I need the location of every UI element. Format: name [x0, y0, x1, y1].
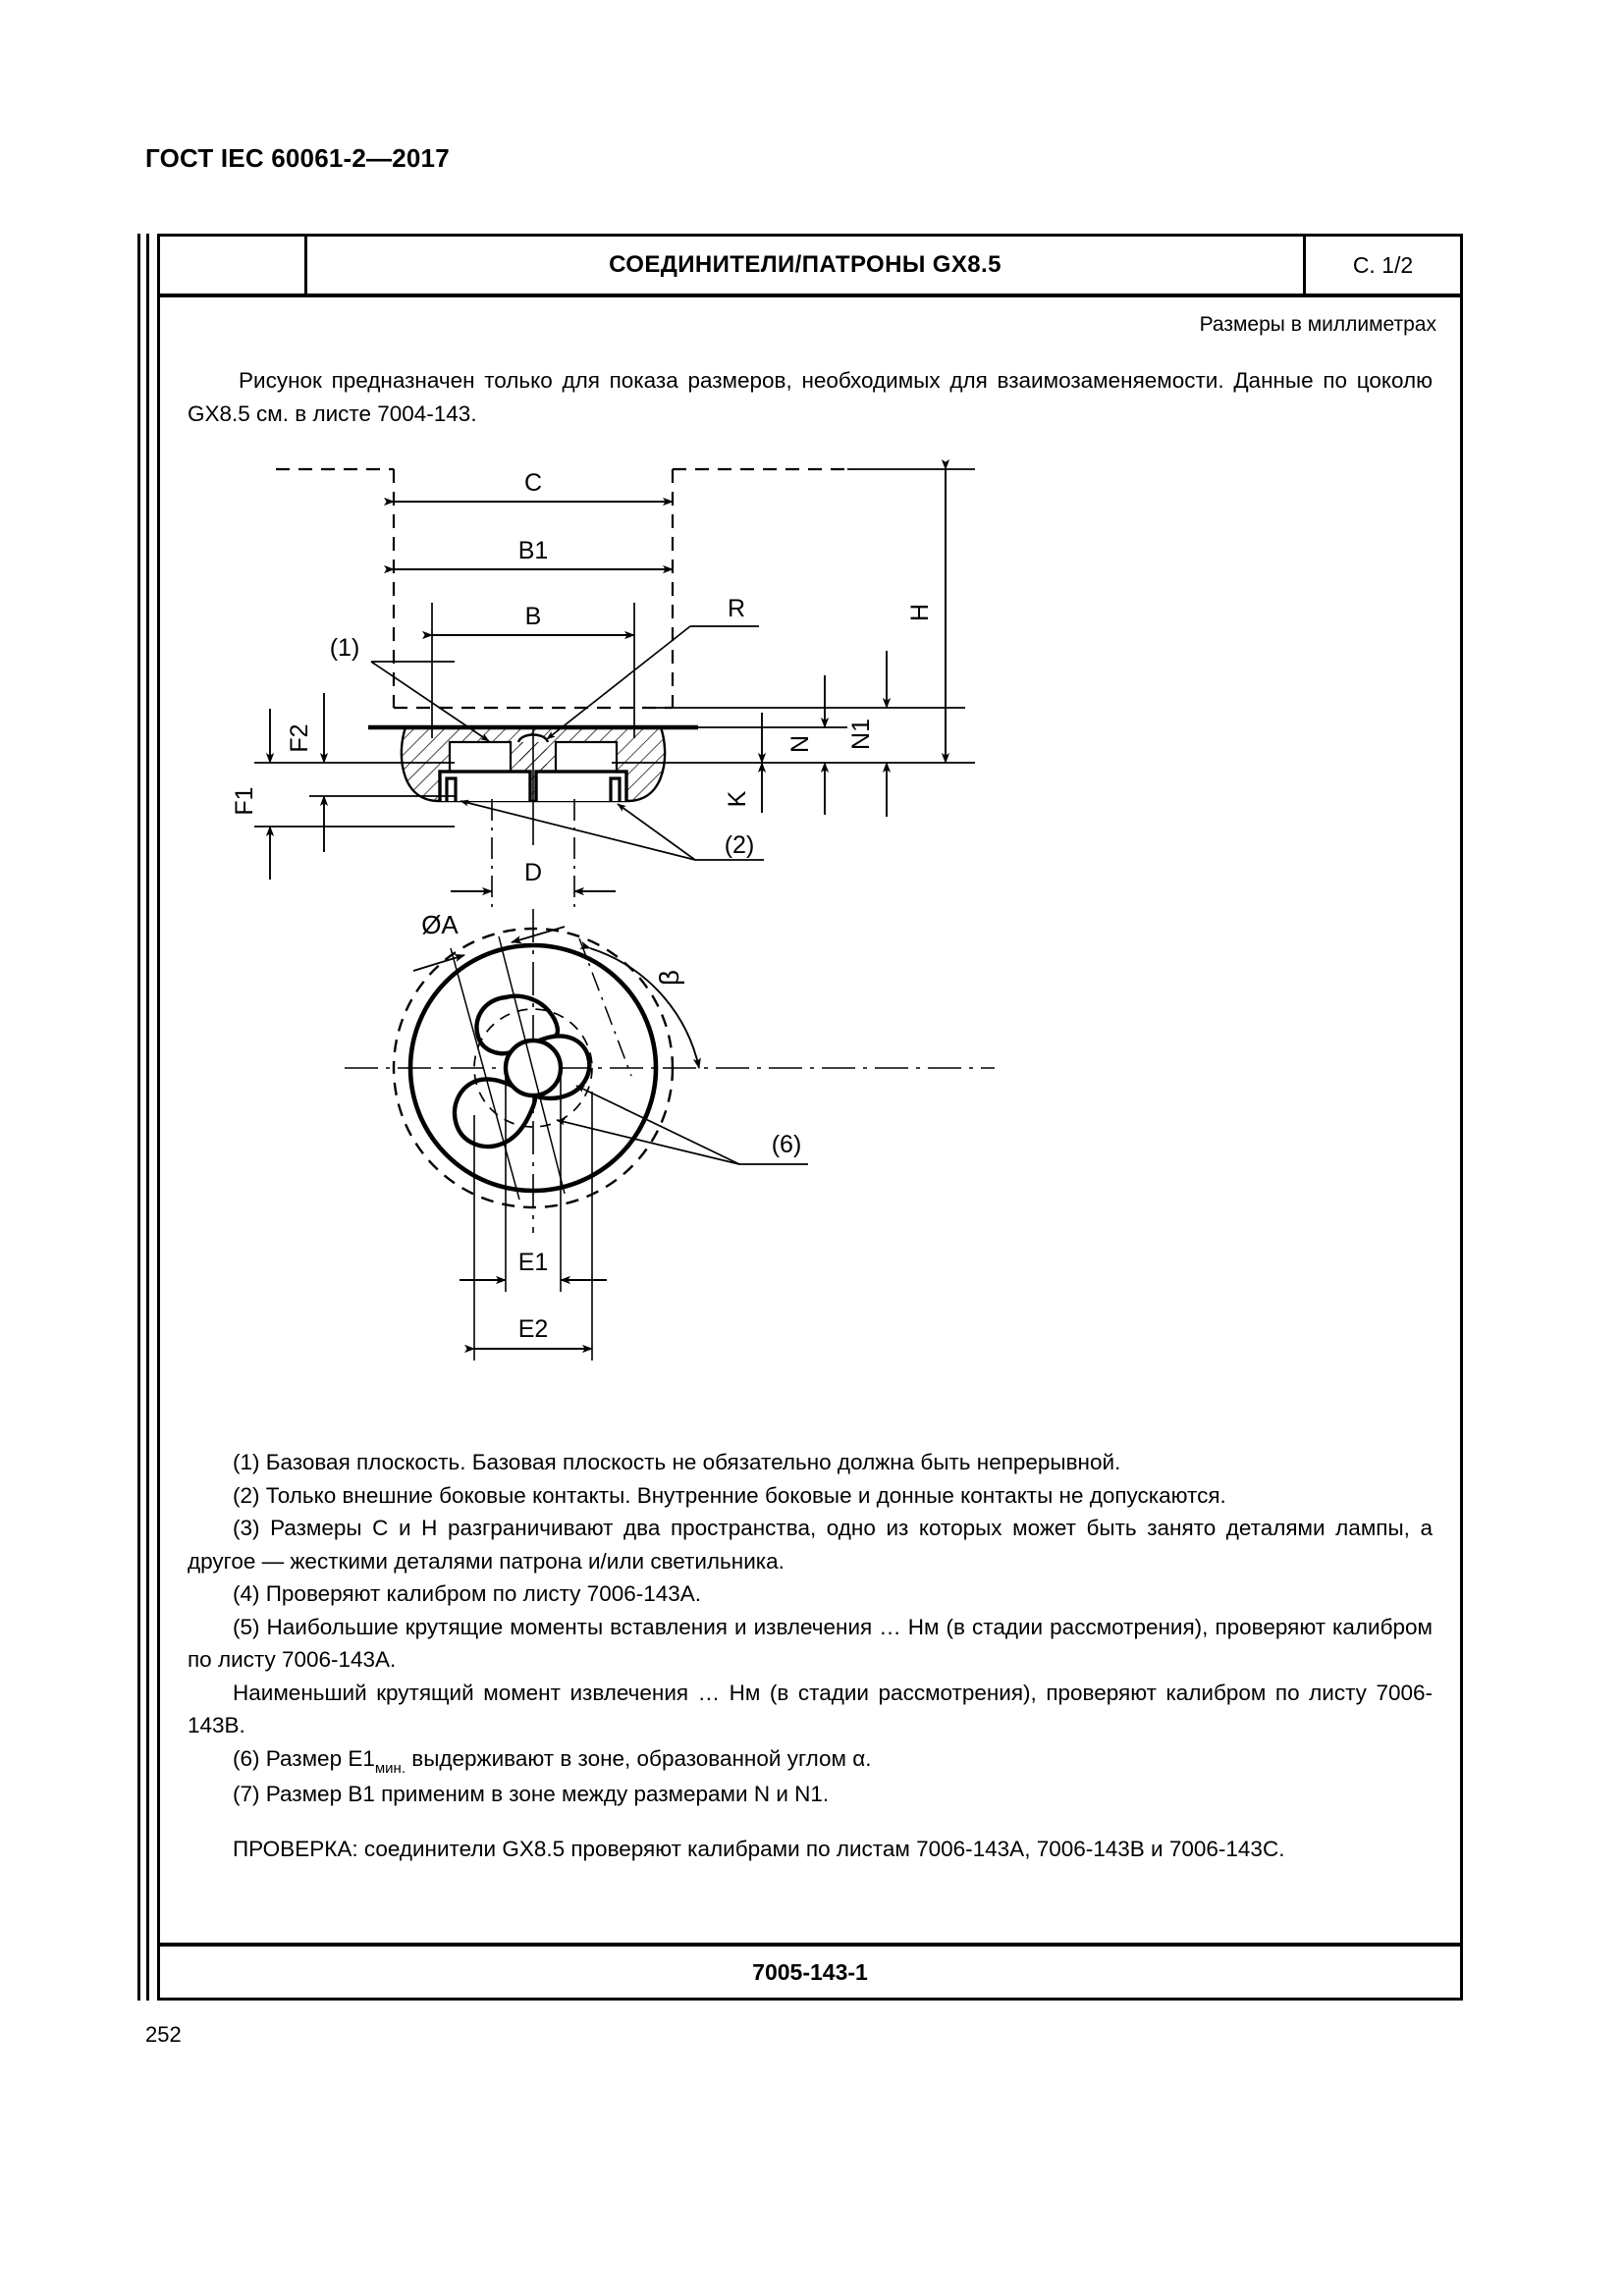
- frame-left-double-rule: [137, 234, 149, 2001]
- intro-paragraph: Рисунок предназначен только для показа р…: [188, 368, 1433, 426]
- callout-label-2: (2): [725, 831, 755, 859]
- dimension-label-r: R: [728, 595, 745, 622]
- dimension-label-beta: β: [654, 970, 684, 986]
- dimension-e2: E2: [464, 1315, 593, 1354]
- dimension-label-e2: E2: [518, 1315, 549, 1343]
- lamp-cap-body: [368, 724, 698, 845]
- sheet-number-footer: 7005-143-1: [160, 1943, 1460, 1998]
- e-extension-lines: [473, 1076, 593, 1361]
- dimension-b1: B1: [384, 537, 674, 574]
- envelope-dashed-outline: [276, 467, 847, 710]
- note-item: (2) Только внешние боковые контакты. Вну…: [233, 1482, 1226, 1508]
- notes-block: (1) Базовая плоскость. Базовая плоскость…: [188, 1446, 1433, 1865]
- dimension-n: N: [786, 675, 830, 815]
- section-view: C B1 B: [231, 459, 975, 909]
- dimension-c: C: [384, 469, 674, 507]
- dimension-diameter-a: ØA: [412, 910, 566, 1201]
- dimension-label-b1: B1: [518, 537, 549, 564]
- sheet-title-band: СОЕДИНИТЕЛИ/ПАТРОНЫ GX8.5 С. 1/2: [160, 237, 1460, 297]
- note-6-suffix: выдерживают в зоне, образованной углом α…: [406, 1745, 872, 1771]
- dimension-label-d: D: [524, 859, 542, 886]
- callout-label-1: (1): [330, 634, 360, 662]
- note-6-prefix: (6) Размер E1: [233, 1745, 375, 1771]
- dimension-label-h: H: [906, 604, 934, 621]
- title-left-cell: [160, 237, 307, 294]
- dimension-beta: β: [578, 937, 701, 1077]
- outer-side-contact-right: [609, 776, 622, 801]
- note-item: Наименьший крутящий момент извлечения … …: [188, 1680, 1433, 1738]
- dimension-label-diameter-a: ØA: [421, 910, 459, 939]
- callout-1: (1): [330, 634, 490, 742]
- dimension-b: B: [422, 603, 635, 640]
- dimension-k: K: [724, 713, 767, 813]
- left-reference-lines: [254, 762, 455, 828]
- standard-reference-header: ГОСТ IEC 60061-2—2017: [145, 143, 450, 173]
- verification-paragraph: ПРОВЕРКА: соединители GX8.5 проверяют ка…: [233, 1836, 1285, 1861]
- dimension-label-c: C: [524, 469, 542, 497]
- sheet-page-label: С. 1/2: [1303, 237, 1460, 294]
- note-item-6: (6) Размер E1мин. выдерживают в зоне, об…: [188, 1742, 1433, 1779]
- technical-drawing: C B1 B: [160, 448, 1460, 1410]
- dimension-h: H: [847, 459, 975, 764]
- data-sheet-frame: СОЕДИНИТЕЛИ/ПАТРОНЫ GX8.5 С. 1/2 Размеры…: [157, 234, 1463, 2001]
- drawing-svg: C B1 B: [231, 459, 995, 1361]
- units-note: Размеры в миллиметрах: [1199, 313, 1436, 336]
- dimension-e1: E1: [460, 1249, 607, 1285]
- outer-side-contact-left: [445, 776, 458, 801]
- dimension-f1: F1: [231, 709, 275, 880]
- right-reference-lines: [612, 707, 975, 764]
- dimension-label-f2: F2: [286, 723, 313, 752]
- callout-6: (6): [556, 1085, 808, 1165]
- callout-label-6: (6): [772, 1131, 802, 1158]
- dimension-label-f1: F1: [231, 786, 258, 815]
- sheet-title: СОЕДИНИТЕЛИ/ПАТРОНЫ GX8.5: [609, 251, 1001, 278]
- note-item: (4) Проверяют калибром по листу 7006-143…: [233, 1581, 702, 1606]
- dimension-label-n: N: [786, 735, 814, 753]
- note-item: (5) Наибольшие крутящие моменты вставлен…: [188, 1614, 1433, 1673]
- dimension-n1: N1: [847, 651, 892, 817]
- note-item: (7) Размер B1 применим в зоне между разм…: [233, 1782, 830, 1806]
- dimension-f2: F2: [286, 693, 329, 852]
- dimension-label-n1: N1: [847, 719, 875, 750]
- plan-view: ØA β (6): [345, 909, 995, 1361]
- dimension-label-k: K: [724, 790, 751, 807]
- note-item: (3) Размеры C и H разграничивают два про…: [188, 1516, 1433, 1574]
- callout-2: (2): [460, 799, 764, 861]
- callout-r: R: [546, 595, 759, 740]
- dimension-label-e1: E1: [518, 1249, 549, 1276]
- note-6-subscript: мин.: [374, 1759, 406, 1777]
- note-item: (1) Базовая плоскость. Базовая плоскость…: [233, 1450, 1121, 1474]
- page-number: 252: [145, 2022, 182, 2047]
- dimension-label-b: B: [525, 603, 542, 630]
- dimension-d: D: [451, 799, 616, 909]
